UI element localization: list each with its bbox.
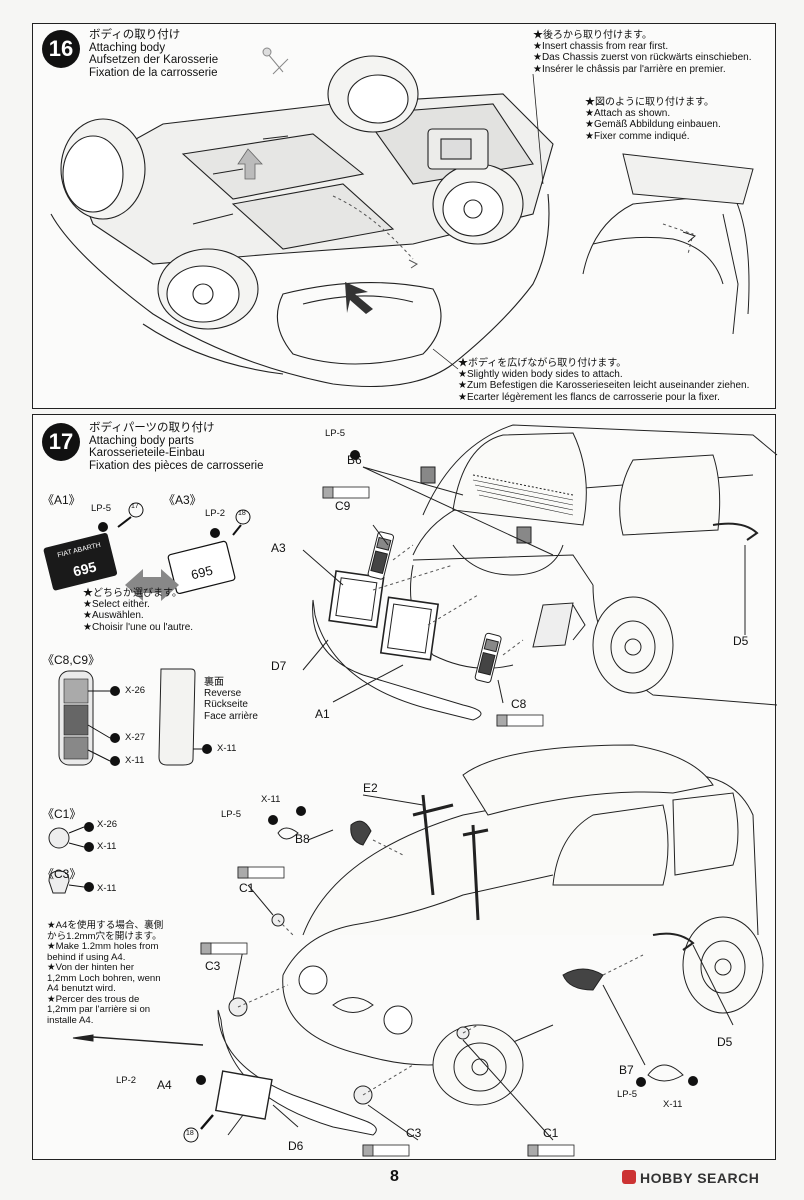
step-17-panel: 17 ボディパーツの取り付け Attaching body parts Karo… (32, 414, 778, 1160)
part-label-c3-upper: C3 (205, 959, 221, 973)
group-label-c8c9: 《C8,C9》 (42, 653, 101, 667)
step-17-title: ボディパーツの取り付け Attaching body parts Karosse… (89, 422, 264, 472)
paint-x11-c3: X-11 (97, 883, 117, 894)
part-label-c9: C9 (335, 499, 351, 513)
note-insert-rear: ★後ろから取り付けます。 ★Insert chassis from rear f… (533, 30, 752, 75)
part-label-e2: E2 (363, 781, 378, 795)
note-select-either: ★どちらか選びます。 ★Select either. ★Auswählen. ★… (83, 588, 194, 633)
paint-lp2-a4: LP-2 (116, 1075, 137, 1086)
c1-c3-lamp-illustration (48, 822, 94, 894)
group-label-a1: 《A1》 (42, 493, 81, 507)
paint-x26-c1: X-26 (97, 819, 118, 830)
paint-x27-c8: X-27 (125, 732, 146, 743)
paint-x11-c1: X-11 (97, 841, 117, 852)
page-number: 8 (390, 1168, 399, 1185)
part-label-a3: A3 (271, 541, 286, 555)
title-de: Karosserieteile-Einbau (89, 447, 205, 459)
paint-x11-b7: X-11 (663, 1099, 683, 1110)
paint-lp2-a3: LP-2 (205, 508, 226, 519)
step-ref-18: 18 (238, 510, 246, 517)
paint-lp5-b8: LP-5 (221, 809, 242, 820)
title-fr: Fixation de la carrosserie (89, 66, 218, 79)
step-16-title: ボディの取り付け Attaching body Aufsetzen der Ka… (89, 29, 218, 79)
paint-x11-c8: X-11 (125, 755, 145, 766)
step-ref-17: 17 (131, 503, 139, 510)
note-attach-as-shown: ★図のように取り付けます。 ★Attach as shown. ★Gemäß A… (585, 97, 721, 142)
watermark-text: HOBBY SEARCH (640, 1170, 760, 1186)
title-ja: ボディの取り付け (89, 29, 181, 41)
paint-lp5-b7: LP-5 (617, 1089, 638, 1100)
step-16-number: 16 (42, 30, 80, 68)
title-ja: ボディパーツの取り付け (89, 422, 215, 434)
part-label-a4: A4 (157, 1078, 172, 1092)
part-label-d7: D7 (271, 659, 287, 673)
title-en: Attaching body parts (89, 434, 194, 447)
chassis-body-illustration (50, 47, 754, 388)
car-assembly-illustration (72, 424, 778, 1157)
paint-x11-b8: X-11 (261, 794, 281, 805)
part-label-c1-upper: C1 (239, 881, 255, 895)
title-fr: Fixation des pièces de carrosserie (89, 459, 264, 472)
title-de: Aufsetzen der Karosserie (89, 54, 219, 66)
group-label-c1: 《C1》 (42, 807, 82, 821)
note-widen-body: ★ボディを広げながら取り付けます。 ★Slightly widen body s… (458, 358, 750, 403)
part-label-c3-lower: C3 (406, 1126, 422, 1140)
paint-x11-reverse: X-11 (217, 743, 237, 754)
part-label-d5-rear: D5 (733, 634, 749, 648)
note-a4-holes: ★A4を使用する場合、裏側 から1.2mm穴を開けます。 ★Make 1.2mm… (47, 920, 164, 1026)
group-label-c3: 《C3》 (42, 867, 82, 881)
paint-x26-c8: X-26 (125, 685, 146, 696)
note-reverse-side: 裏面 Reverse Rückseite Face arrière (204, 677, 258, 722)
step-17-number: 17 (42, 423, 80, 461)
paint-lp5-a1: LP-5 (91, 503, 112, 514)
step-16-panel: 16 ボディの取り付け Attaching body Aufsetzen der… (32, 23, 776, 409)
part-label-b7: B7 (619, 1063, 634, 1077)
c8c9-lamp-illustration (58, 668, 212, 766)
paint-lp5-b6: LP-5 (325, 428, 346, 439)
part-label-b6: B6 (347, 453, 362, 467)
part-label-d5-front: D5 (717, 1035, 733, 1049)
step-ref-18-a4: 18 (186, 1130, 194, 1137)
part-label-d6: D6 (288, 1139, 304, 1153)
part-label-b8: B8 (295, 832, 310, 846)
title-en: Attaching body (89, 41, 166, 54)
group-label-a3: 《A3》 (163, 493, 202, 507)
hobby-search-logo-icon (622, 1170, 636, 1184)
plate-selection-illustration (43, 502, 251, 601)
part-label-c1-lower: C1 (543, 1126, 559, 1140)
part-label-a1: A1 (315, 707, 330, 721)
part-label-c8: C8 (511, 697, 527, 711)
